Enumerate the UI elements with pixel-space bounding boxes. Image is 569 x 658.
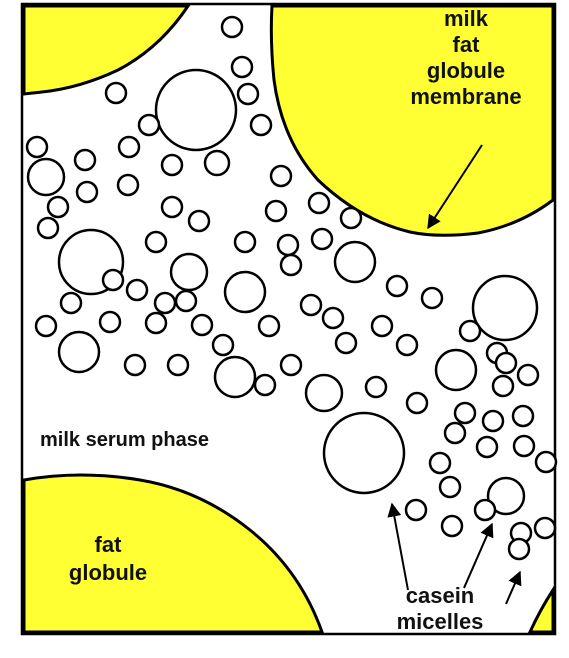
casein-micelle: [436, 350, 476, 390]
casein-micelle: [493, 376, 513, 396]
casein-micelle: [255, 375, 275, 395]
casein-micelle: [155, 293, 175, 313]
casein-micelle: [119, 137, 139, 157]
casein-micelle: [306, 375, 342, 411]
casein-micelle: [422, 288, 442, 308]
casein-micelle: [430, 453, 450, 473]
casein-micelle: [372, 316, 392, 336]
casein-micelle: [278, 235, 298, 255]
casein-micelle: [281, 255, 301, 275]
casein-label-line-1: casein: [406, 583, 475, 608]
casein-micelle: [156, 70, 236, 150]
casein-micelle: [103, 270, 123, 290]
casein-micelle: [475, 500, 495, 520]
casein-micelle: [162, 197, 182, 217]
casein-micelle: [27, 137, 47, 157]
casein-micelle: [323, 308, 343, 328]
fat-globule-label-line-2: globule: [69, 560, 147, 585]
casein-label-line-2: micelles: [397, 609, 484, 634]
casein-micelle: [514, 436, 534, 456]
membrane-label-line-2: fat: [453, 32, 481, 57]
casein-micelle: [171, 254, 207, 290]
casein-micelle: [335, 242, 375, 282]
casein-micelle: [445, 423, 465, 443]
casein-micelle: [301, 295, 321, 315]
casein-micelle: [225, 272, 265, 312]
casein-micelle: [48, 197, 68, 217]
casein-micelle: [440, 477, 460, 497]
casein-label: casein micelles: [397, 583, 484, 634]
membrane-label-line-1: milk: [444, 6, 489, 31]
casein-micelle: [238, 84, 258, 104]
casein-micelle: [125, 355, 145, 375]
casein-micelle: [266, 201, 286, 221]
membrane-label-line-3: globule: [427, 58, 505, 83]
casein-micelle: [59, 332, 99, 372]
casein-micelle: [496, 353, 516, 373]
casein-micelle: [309, 193, 329, 213]
casein-micelle: [455, 403, 475, 423]
casein-micelle: [406, 500, 426, 520]
membrane-label-line-4: membrane: [410, 84, 521, 109]
casein-micelle: [341, 208, 361, 228]
casein-micelle: [28, 159, 64, 195]
casein-micelle: [176, 291, 196, 311]
casein-micelle: [336, 333, 356, 353]
casein-micelle: [100, 312, 120, 332]
casein-micelle: [213, 335, 233, 355]
casein-micelle: [251, 115, 271, 135]
serum-label: milk serum phase: [40, 429, 209, 451]
casein-micelle: [518, 365, 538, 385]
casein-micelle: [75, 150, 95, 170]
casein-micelle: [61, 293, 81, 313]
casein-micelle: [387, 276, 407, 296]
casein-micelle: [513, 406, 533, 426]
casein-micelle: [281, 355, 301, 375]
casein-micelle: [38, 218, 58, 238]
casein-micelle: [36, 316, 56, 336]
casein-micelle: [535, 518, 555, 538]
casein-micelle: [106, 83, 126, 103]
casein-micelle: [366, 377, 386, 397]
casein-micelle: [162, 155, 182, 175]
casein-micelle: [232, 57, 252, 77]
casein-micelle: [442, 516, 462, 536]
casein-micelle: [324, 413, 404, 493]
casein-micelle: [222, 17, 242, 37]
casein-micelle: [483, 411, 503, 431]
casein-micelle: [397, 335, 417, 355]
casein-micelle: [146, 232, 166, 252]
casein-micelle: [139, 115, 159, 135]
casein-micelle: [192, 315, 212, 335]
casein-micelle: [509, 539, 529, 559]
casein-micelle: [477, 437, 497, 457]
casein-micelle: [189, 211, 209, 231]
casein-micelle: [205, 151, 229, 175]
casein-micelle: [77, 182, 97, 202]
casein-micelle: [215, 357, 255, 397]
casein-micelle: [460, 321, 480, 341]
casein-micelle: [127, 280, 147, 300]
casein-micelle: [473, 276, 537, 340]
casein-micelle: [407, 393, 427, 413]
casein-micelle: [146, 313, 166, 333]
casein-micelle: [536, 452, 556, 472]
casein-micelle: [235, 232, 255, 252]
casein-micelle: [271, 166, 291, 186]
casein-micelle: [118, 175, 138, 195]
fat-globule-label-line-1: fat: [95, 532, 123, 557]
casein-micelle: [168, 355, 188, 375]
casein-micelle: [312, 229, 332, 249]
casein-micelle: [259, 316, 279, 336]
